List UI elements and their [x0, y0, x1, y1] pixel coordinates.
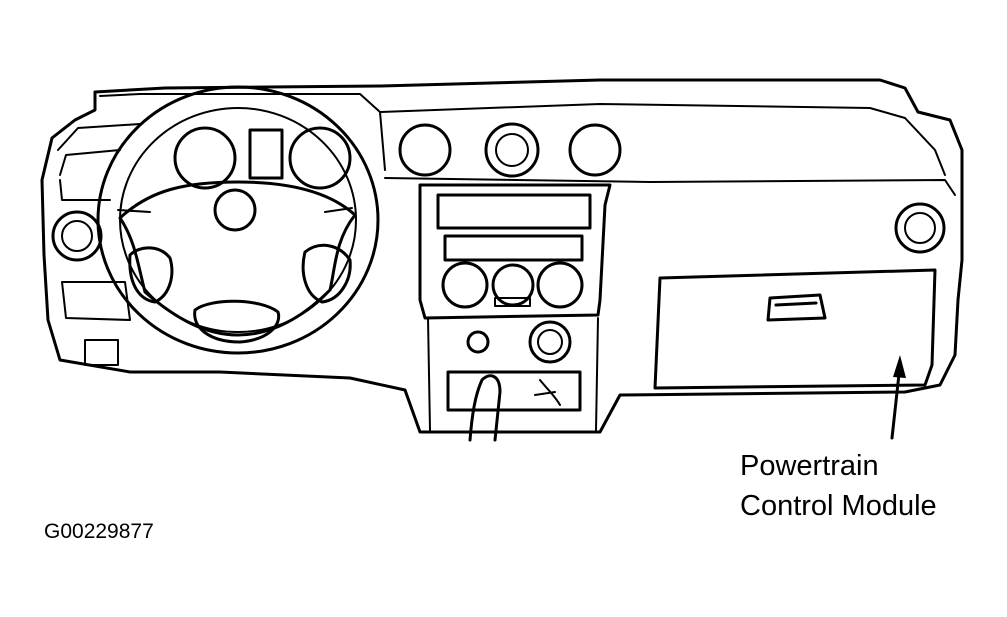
steering-airbag-emblem [213, 188, 257, 232]
callout-arrowhead [893, 355, 906, 378]
console-large-knob [528, 320, 572, 364]
center-vent-right [568, 123, 622, 177]
glove-box [653, 268, 937, 390]
glove-box-latch [766, 293, 827, 322]
cluster-gauge-left [173, 126, 237, 190]
dash-outline [40, 78, 964, 434]
left-edge-detail [59, 149, 121, 201]
figure-id: G00229877 [44, 520, 154, 543]
center-vent-middle-inner [495, 133, 529, 167]
steering-bottom-pad [193, 299, 281, 344]
shift-indicator [534, 379, 561, 406]
cluster-gauge-right [288, 126, 352, 190]
cluster-center-gauge [248, 128, 284, 180]
steering-wheel-hub [118, 180, 357, 337]
center-vent-left [398, 123, 452, 177]
radio-lower-slot [443, 234, 584, 262]
steering-spokes [117, 207, 353, 213]
right-vent-inner [904, 212, 936, 244]
callout-line-2: Control Module [740, 490, 937, 522]
climate-knob-left [441, 261, 489, 309]
steering-right-pad [301, 243, 352, 304]
dash-mid-line [384, 177, 956, 196]
console-small-knob [466, 330, 490, 354]
left-vent-inner [61, 220, 93, 252]
dash-crown-line [379, 103, 946, 176]
pcm-callout-label: Powertrain Control Module [740, 446, 1000, 526]
callout-line-1: Powertrain [740, 450, 879, 482]
left-vent [51, 210, 103, 262]
shifter-bezel [446, 370, 582, 412]
cluster-hood [57, 93, 381, 151]
radio-upper-slot [436, 193, 592, 230]
console-large-knob-inner [537, 329, 563, 355]
left-switch-panel [61, 281, 131, 366]
climate-buttons [494, 297, 531, 307]
console-outline [427, 317, 599, 431]
center-vent-middle [484, 122, 540, 178]
center-stack-outline [418, 183, 612, 320]
shift-lever [468, 374, 502, 442]
right-vent [894, 202, 946, 254]
climate-knob-right [536, 261, 584, 309]
steering-left-pad [128, 246, 174, 304]
steering-wheel-rim [96, 85, 380, 355]
